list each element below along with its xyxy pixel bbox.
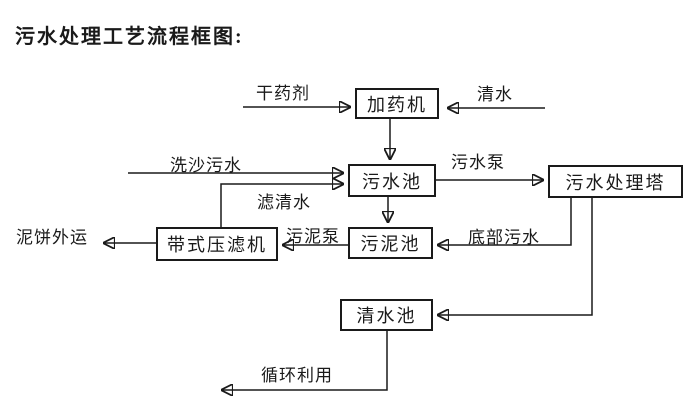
arrow-belt-press-filtered-water-to-sewage-pool: [220, 184, 343, 227]
label-dry-agent: 干药剂: [256, 84, 310, 103]
node-dosing-machine-label: 加药机: [367, 94, 427, 115]
node-clean-water-pool: 清水池: [340, 299, 433, 331]
label-sand-washing-sewage: 洗沙污水: [170, 156, 242, 175]
node-sewage-pool-label: 污水池: [362, 171, 422, 192]
node-treatment-tower-label: 污水处理塔: [565, 172, 666, 193]
node-belt-filter-press-label: 带式压滤机: [167, 235, 267, 255]
arrow-clean-water-pool-to-recycle: [222, 331, 388, 390]
page-title: 污水处理工艺流程框图:: [15, 26, 244, 48]
node-treatment-tower: 污水处理塔: [548, 165, 683, 198]
label-recycle-reuse: 循环利用: [261, 366, 333, 385]
arrow-tower-bottom-sewage-to-sludge-pool: [438, 198, 572, 245]
node-sludge-pool-label: 污泥池: [360, 234, 421, 254]
label-bottom-sewage: 底部污水: [468, 228, 540, 247]
label-sludge-pump: 污泥泵: [286, 227, 340, 246]
node-dosing-machine: 加药机: [355, 88, 439, 119]
label-clean-water: 清水: [477, 85, 513, 104]
node-belt-filter-press: 带式压滤机: [156, 227, 278, 261]
node-clean-water-pool-label: 清水池: [356, 306, 417, 326]
arrow-tower-to-clean-water-pool: [438, 198, 593, 315]
label-mud-cake-out: 泥饼外运: [16, 228, 88, 247]
node-sludge-pool: 污泥池: [348, 227, 433, 259]
node-sewage-pool: 污水池: [348, 164, 436, 197]
label-sewage-pump: 污水泵: [451, 153, 505, 172]
label-filtered-water: 滤清水: [257, 193, 311, 212]
